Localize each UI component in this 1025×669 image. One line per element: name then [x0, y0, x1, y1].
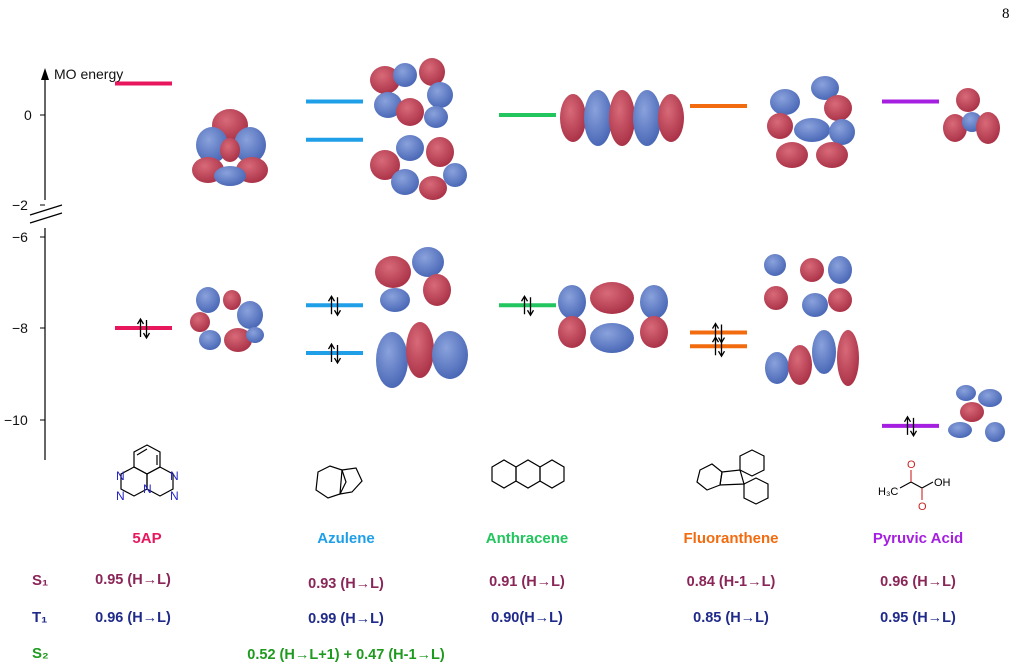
- s1-value: 0.93 (H→L): [308, 576, 384, 592]
- orbital-5ap-homo: [190, 287, 264, 352]
- atom-label-h3c: H₃C: [878, 486, 898, 498]
- spin-up-arrow-icon: [903, 415, 912, 435]
- atom-label-n: N: [170, 489, 179, 503]
- spin-up-arrow-icon: [711, 335, 720, 356]
- t1-value: 0.90(H→L): [491, 610, 563, 626]
- orbital-pyruvic-homo: [948, 385, 1005, 442]
- atom-label-n: N: [170, 469, 179, 483]
- structure-pyruvic-acid: [899, 470, 934, 500]
- atom-label-n: N: [116, 469, 125, 483]
- s2-value: 0.52 (H→L+1) + 0.47 (H-1→L): [247, 647, 445, 663]
- orbital-azulene-lumo-lower: [370, 135, 467, 200]
- s1-value: 0.95 (H→L): [95, 572, 171, 588]
- orbital-azulene-homo-lower: [376, 322, 468, 388]
- atom-label-o: O: [918, 501, 927, 513]
- tick-label: −8: [12, 320, 28, 336]
- molecule-name-azulene: Azulene: [317, 530, 375, 547]
- spin-up-arrow-icon: [520, 294, 529, 315]
- energy-axis: MO energy 0 −2 −6 −8 −10: [4, 66, 123, 460]
- page-number: 8: [1002, 6, 1010, 22]
- structure-azulene: [315, 465, 363, 499]
- s1-value: 0.84 (H-1→L): [687, 574, 776, 590]
- atom-label-n: N: [116, 489, 125, 503]
- orbital-azulene-homo-upper: [375, 247, 451, 312]
- spin-up-arrow-icon: [327, 342, 336, 363]
- orbital-fluoranthene-homo-lower: [765, 330, 859, 386]
- molecule-name-anthracene: Anthracene: [486, 530, 569, 547]
- t1-value: 0.99 (H→L): [308, 611, 384, 627]
- orbital-pyruvic-lumo: [943, 88, 1000, 144]
- structure-anthracene: [491, 459, 565, 489]
- axis-title: MO energy: [54, 66, 123, 82]
- axis-arrow-icon: [41, 68, 49, 80]
- row-label-s1: S₁: [32, 572, 48, 589]
- spin-down-arrow-icon: [142, 320, 151, 340]
- t1-value: 0.95 (H→L): [880, 610, 956, 626]
- orbital-5ap-lumo: [192, 109, 268, 186]
- t1-value: 0.96 (H→L): [95, 610, 171, 626]
- orbital-azulene-lumo-upper: [370, 58, 453, 128]
- structure-fluoranthene: [696, 449, 769, 505]
- spin-down-arrow-icon: [717, 338, 726, 358]
- s1-value: 0.96 (H→L): [880, 574, 956, 590]
- spin-down-arrow-icon: [526, 297, 535, 317]
- atom-label-o: O: [907, 459, 916, 471]
- molecule-name-fluoranthene: Fluoranthene: [683, 530, 778, 547]
- atom-label-n: N: [143, 482, 152, 496]
- axis-break-mark: [29, 204, 63, 216]
- atom-label-oh: OH: [934, 477, 951, 489]
- tick-label: −6: [12, 229, 28, 245]
- tick-label: −10: [4, 412, 28, 428]
- axis-break-mark: [29, 212, 63, 224]
- molecule-name-pyruvic-acid: Pyruvic Acid: [873, 530, 963, 547]
- orbital-fluoranthene-lumo: [767, 76, 855, 168]
- spin-down-arrow-icon: [909, 417, 918, 438]
- tick-label: −2: [12, 197, 28, 213]
- spin-down-arrow-icon: [333, 345, 342, 365]
- row-label-s2: S₂: [32, 645, 49, 662]
- energy-levels: [115, 81, 939, 438]
- orbital-fluoranthene-homo-upper: [764, 254, 852, 317]
- row-label-t1: T₁: [32, 609, 47, 626]
- spin-up-arrow-icon: [327, 294, 336, 315]
- s1-value: 0.91 (H→L): [489, 574, 565, 590]
- tick-label: 0: [24, 107, 32, 123]
- spin-down-arrow-icon: [333, 297, 342, 317]
- structure-5ap: [120, 444, 174, 497]
- orbital-anthracene-homo: [558, 282, 668, 353]
- orbital-anthracene-lumo: [560, 90, 684, 146]
- t1-value: 0.85 (H→L): [693, 610, 769, 626]
- spin-up-arrow-icon: [136, 317, 145, 337]
- molecule-name-5ap: 5AP: [132, 530, 161, 547]
